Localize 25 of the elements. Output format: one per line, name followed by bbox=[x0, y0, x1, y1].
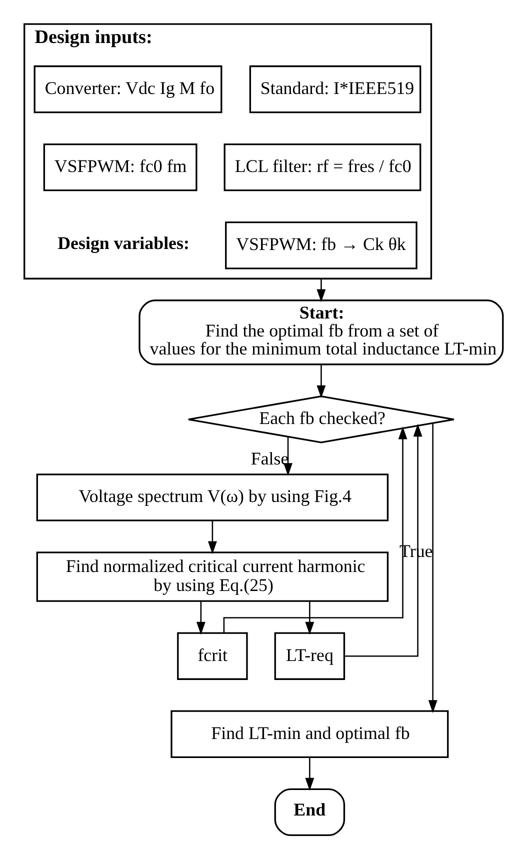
node-box: VSFPWM: fc0 fm bbox=[42, 143, 197, 192]
arrow bbox=[428, 423, 437, 713]
arrow bbox=[344, 424, 422, 657]
arrow bbox=[207, 520, 216, 554]
arrow bbox=[316, 364, 326, 398]
arrow bbox=[222, 426, 407, 633]
node-box: Start: Find the optimal fb from a set of values for the minimum total inductance LT-min bbox=[138, 300, 504, 366]
node-box: Voltage spectrum V(ω) by using Fig.4 bbox=[36, 474, 388, 522]
node-box: LT-req bbox=[274, 632, 345, 680]
node-box: LCL filter: rf = fres / fc0 bbox=[223, 143, 421, 192]
node-diamond: Each fb checked? bbox=[187, 396, 454, 444]
node-box: End bbox=[274, 788, 345, 836]
arrow bbox=[283, 436, 292, 476]
node-box: VSFPWM: fb → Ck θk bbox=[224, 222, 417, 270]
edge-label: False bbox=[250, 448, 288, 469]
node-box: fcrit bbox=[176, 632, 248, 680]
node-box: Find LT-min and optimal fb bbox=[170, 710, 448, 758]
arrow bbox=[316, 278, 326, 302]
node-box: Find normalized critical current harmonic by using Eq.(25) bbox=[36, 552, 388, 602]
arrow bbox=[304, 601, 314, 635]
arrow bbox=[304, 758, 314, 791]
node-box: Standard: I*IEEE519 bbox=[248, 65, 421, 114]
node-box: Converter: Vdc Ig M fo bbox=[33, 65, 222, 114]
label: Design variables: bbox=[57, 232, 189, 253]
arrow bbox=[196, 601, 205, 635]
